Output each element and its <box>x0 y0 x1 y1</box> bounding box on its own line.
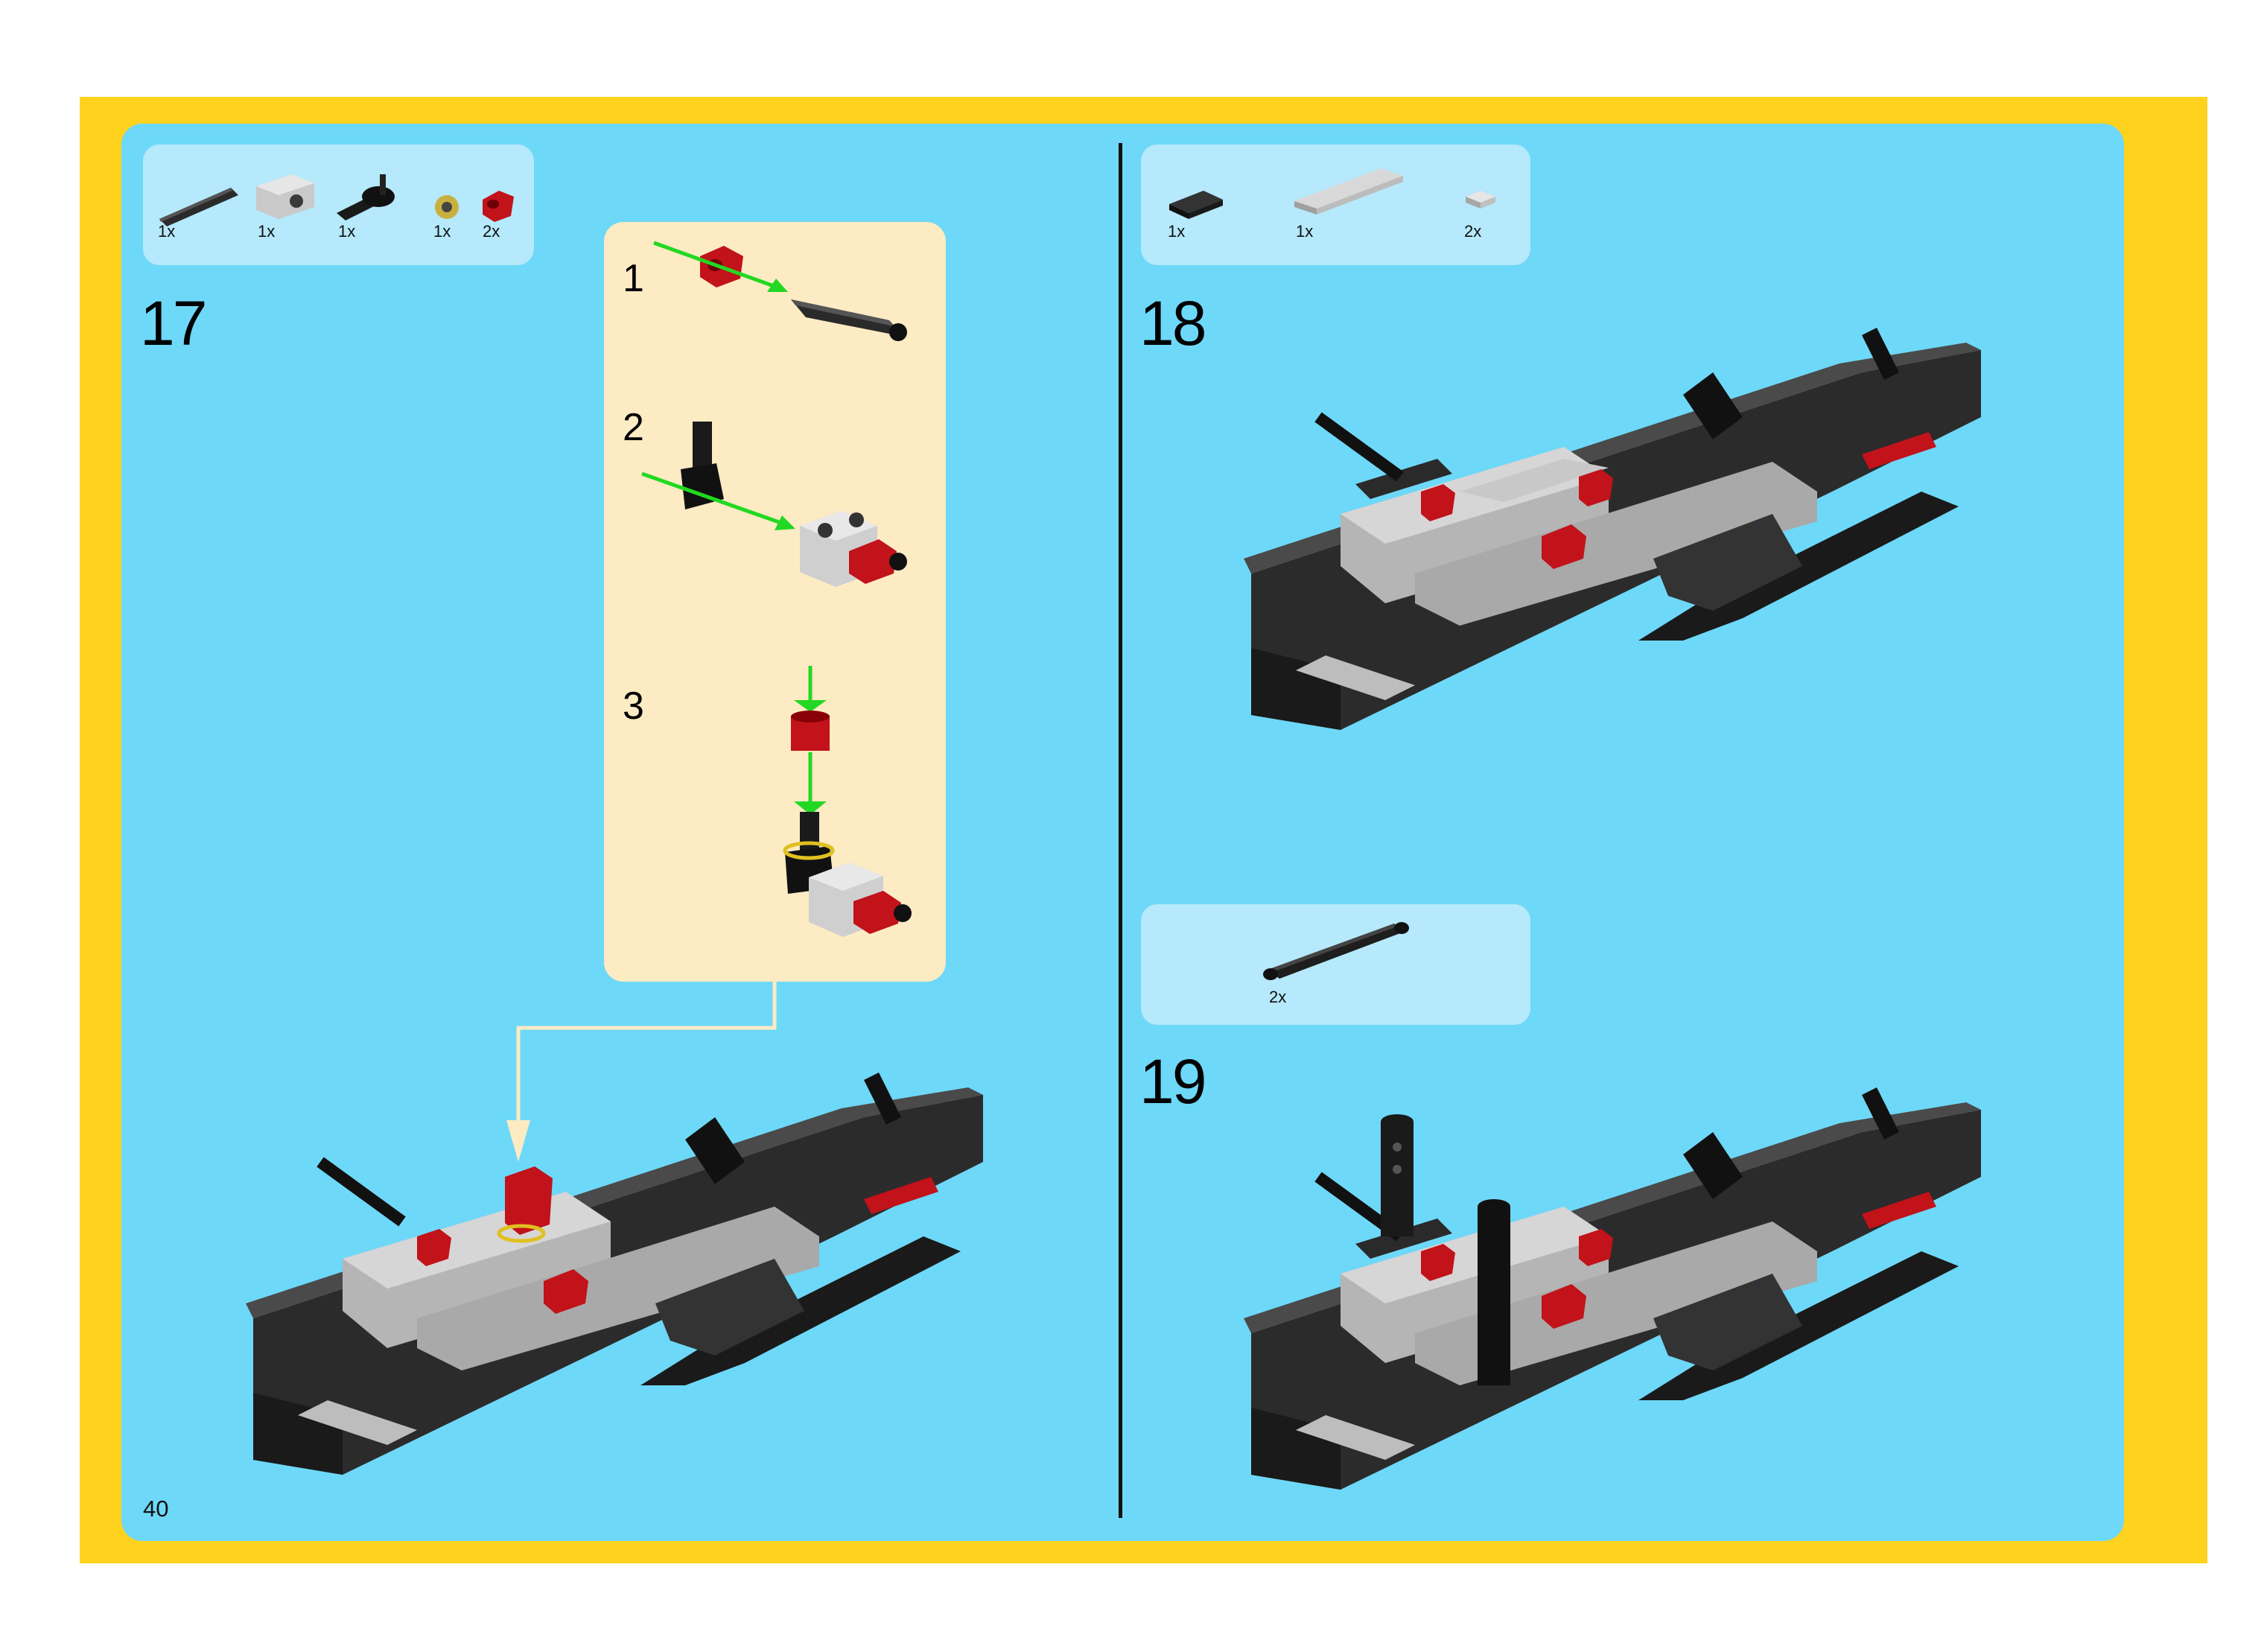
page-number: 40 <box>143 1496 168 1522</box>
